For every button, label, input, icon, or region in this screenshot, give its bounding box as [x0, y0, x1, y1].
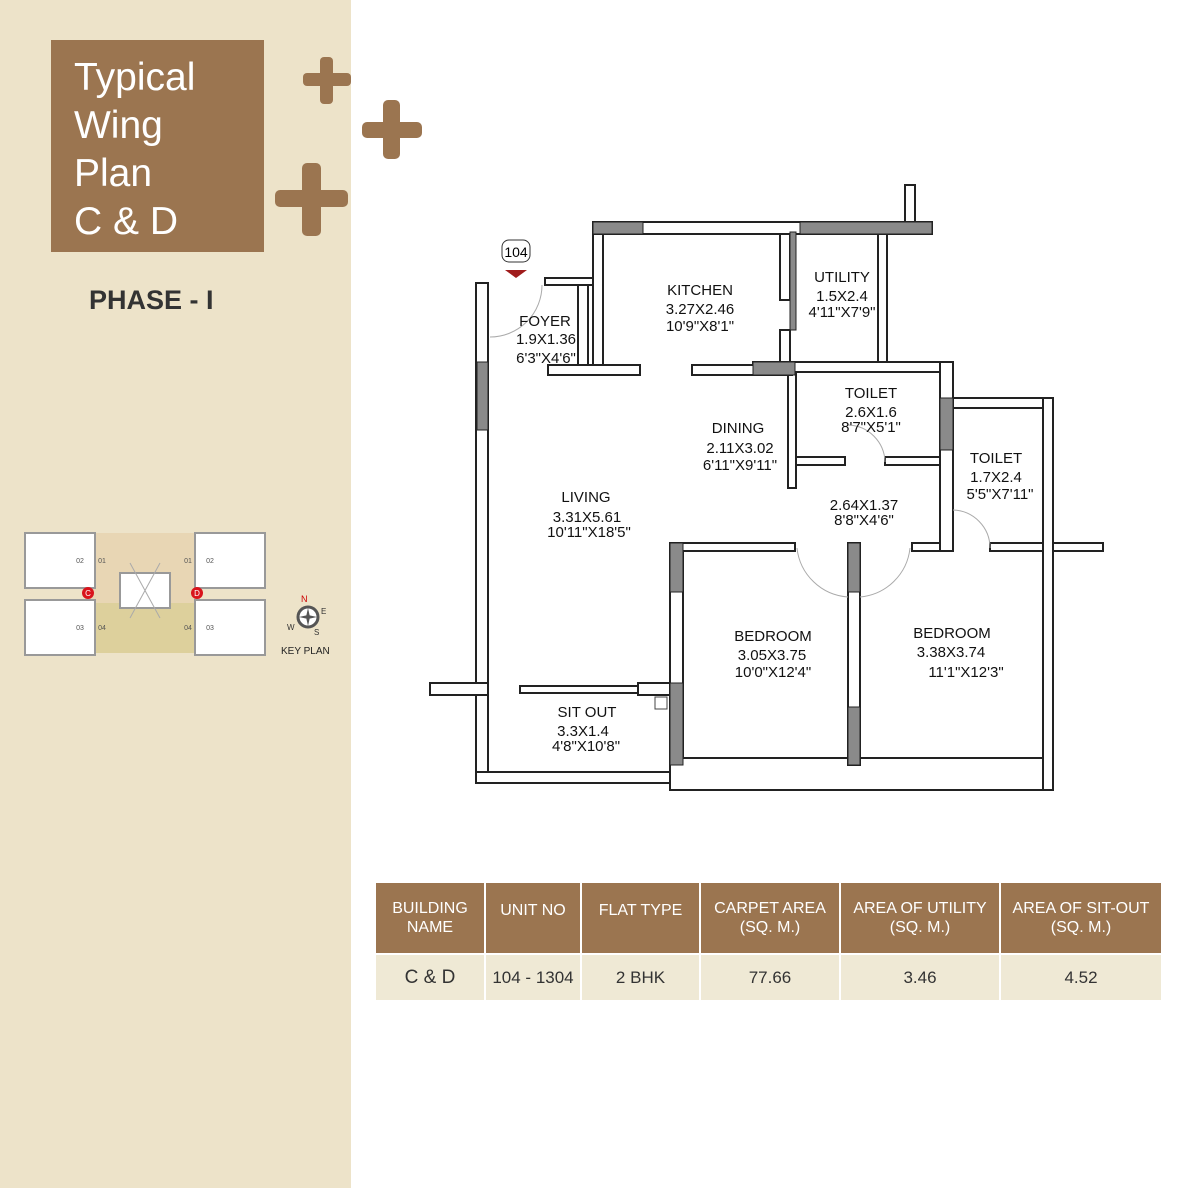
room-size-imperial: 8'8"X4'6" [834, 512, 894, 529]
room-size-metric: 1.7X2.4 [970, 469, 1022, 486]
key-plan-label: KEY PLAN [281, 646, 330, 657]
unit-marker: 01 [98, 558, 106, 565]
unit-marker: 03 [206, 625, 214, 632]
shaft-icon [654, 696, 668, 710]
unit-marker: 04 [184, 625, 192, 632]
room-size-imperial: 6'3"X4'6" [516, 350, 576, 367]
room-name: SIT OUT [558, 704, 617, 721]
room-size-metric: 2.6X1.6 [845, 404, 897, 421]
room-name: BEDROOM [913, 625, 991, 642]
svg-text:W: W [287, 623, 295, 632]
room-size-metric: 3.3X1.4 [557, 723, 609, 740]
unit-marker: 04 [98, 625, 106, 632]
compass-icon: N E S W [287, 594, 326, 637]
phase-label: PHASE - I [89, 285, 214, 315]
room-name: BEDROOM [734, 628, 812, 645]
room-name: TOILET [970, 450, 1022, 467]
room-size-imperial: 4'8"X10'8" [552, 738, 620, 755]
room-size-metric: 2.11X3.02 [706, 440, 773, 457]
room-name: LIVING [561, 489, 610, 506]
entry-arrow-icon [505, 270, 527, 278]
room-name: FOYER [519, 313, 571, 330]
cell-flat-type: 2 BHK [581, 953, 701, 1000]
room-name: DINING [712, 420, 765, 437]
header-carpet-area: CARPET AREA(SQ. M.) [700, 883, 841, 954]
wing-marker-d: D [194, 589, 200, 598]
cell-sitout-area: 4.52 [1000, 953, 1161, 1000]
unit-number: 104 [504, 244, 528, 260]
title-line: C & D [74, 200, 179, 243]
plus-decorations [275, 57, 422, 236]
unit-marker: 03 [76, 625, 84, 632]
room-size-imperial: 10'9"X8'1" [666, 318, 734, 335]
room-size-imperial: 8'7"X5'1" [841, 419, 901, 436]
header-unit-no: UNIT NO [485, 883, 582, 954]
cell-unit-no: 104 - 1304 [485, 953, 582, 1000]
key-plan-map: 02 01 01 02 03 04 04 03 C D [20, 528, 270, 660]
room-name: KITCHEN [667, 282, 733, 299]
room-size-imperial: 10'0"X12'4" [735, 664, 811, 681]
title-line: Typical [74, 56, 196, 99]
room-size-imperial: 11'1"X12'3" [928, 664, 1003, 681]
room-size-metric: 3.05X3.75 [738, 647, 806, 664]
header-flat-type: FLAT TYPE [581, 883, 701, 954]
room-size-imperial: 10'11"X18'5" [547, 524, 631, 541]
unit-marker: 01 [184, 558, 192, 565]
room-size-imperial: 5'5"X7'11" [967, 486, 1034, 503]
unit-marker: 02 [206, 558, 214, 565]
cell-building: C & D [376, 953, 486, 1000]
room-size-imperial: 6'11"X9'11" [703, 457, 777, 474]
cell-carpet-area: 77.66 [700, 953, 841, 1000]
svg-text:E: E [321, 607, 326, 616]
table-row: C & D 104 - 1304 2 BHK 77.66 3.46 4.52 [376, 953, 1161, 1000]
room-size-metric: 1.5X2.4 [816, 288, 868, 305]
floor-plan: 104 FOYER 1.9X1.36 6'3"X4'6" KITCHEN 3.2… [429, 184, 1104, 791]
room-size-metric: 1.9X1.36 [516, 331, 576, 348]
room-size-metric: 3.38X3.74 [917, 644, 985, 661]
room-size-metric: 3.31X5.61 [553, 509, 621, 526]
unit-marker: 02 [76, 558, 84, 565]
svg-text:S: S [314, 628, 319, 637]
title-line: Plan [74, 152, 153, 195]
title-line: Wing [74, 104, 163, 147]
title-box: Typical Wing Plan C & D [51, 40, 264, 252]
svg-text:N: N [301, 594, 308, 604]
room-name: UTILITY [814, 269, 870, 286]
unit-tag [501, 239, 531, 263]
header-utility-area: AREA OF UTILITY(SQ. M.) [840, 883, 1001, 954]
header-sitout-area: AREA OF SIT-OUT(SQ. M.) [1000, 883, 1161, 954]
room-size-metric: 3.27X2.46 [666, 301, 734, 318]
room-name: TOILET [845, 385, 897, 402]
room-size-metric: 2.64X1.37 [830, 497, 898, 514]
wing-marker-c: C [85, 589, 91, 598]
room-size-imperial: 4'11"X7'9" [809, 304, 876, 321]
cell-utility-area: 3.46 [840, 953, 1001, 1000]
